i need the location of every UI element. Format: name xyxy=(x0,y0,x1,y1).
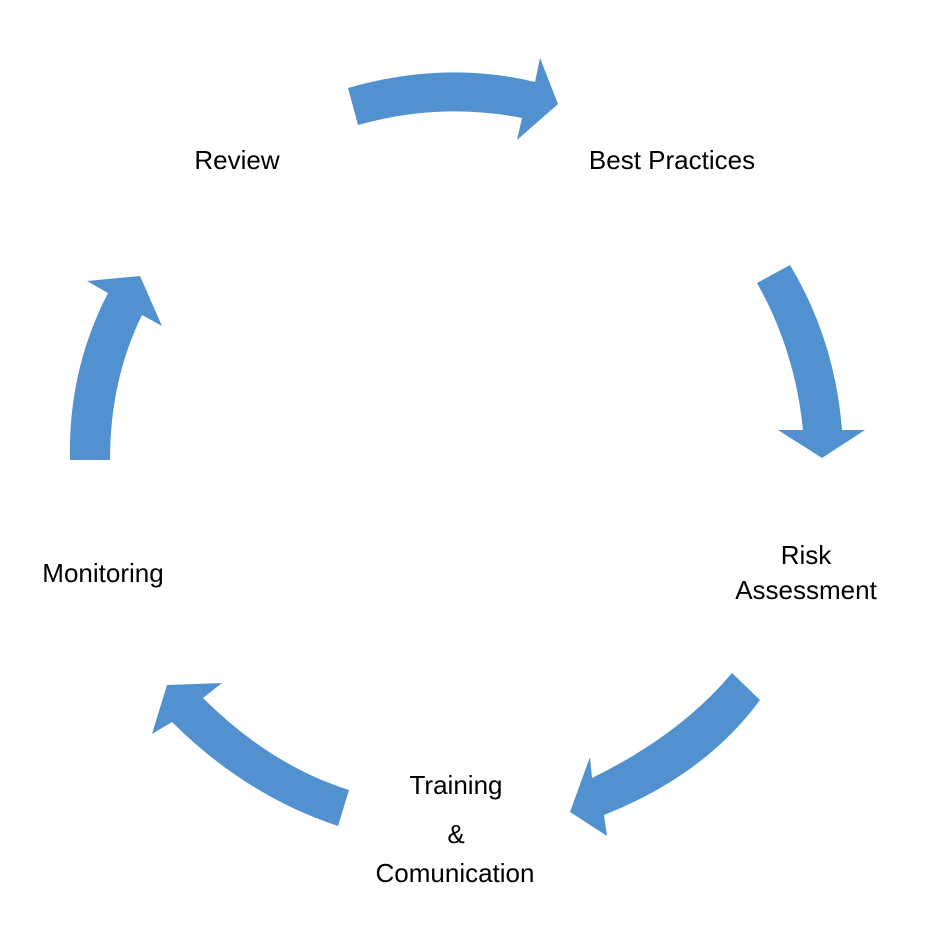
stage-label-best-practices: Best Practices xyxy=(588,145,756,175)
stage-label-risk-line2: Assessment xyxy=(735,575,877,605)
stage-label-training-line1: Training xyxy=(409,770,503,800)
stage-label-risk-line1: Risk xyxy=(780,540,832,570)
arrow-training-to-monitoring xyxy=(152,683,349,826)
arrow-review-to-best-practices xyxy=(348,58,558,140)
stage-label-training-line2: & xyxy=(447,819,465,849)
arrow-risk-assessment-to-training xyxy=(570,673,760,836)
stage-label-monitoring: Monitoring xyxy=(42,558,164,588)
stage-label-review: Review xyxy=(194,145,280,175)
arrow-best-practices-to-risk-assessment xyxy=(757,265,865,458)
stage-label-training-line3: Comunication xyxy=(375,858,535,888)
arrow-monitoring-to-review xyxy=(69,276,162,460)
